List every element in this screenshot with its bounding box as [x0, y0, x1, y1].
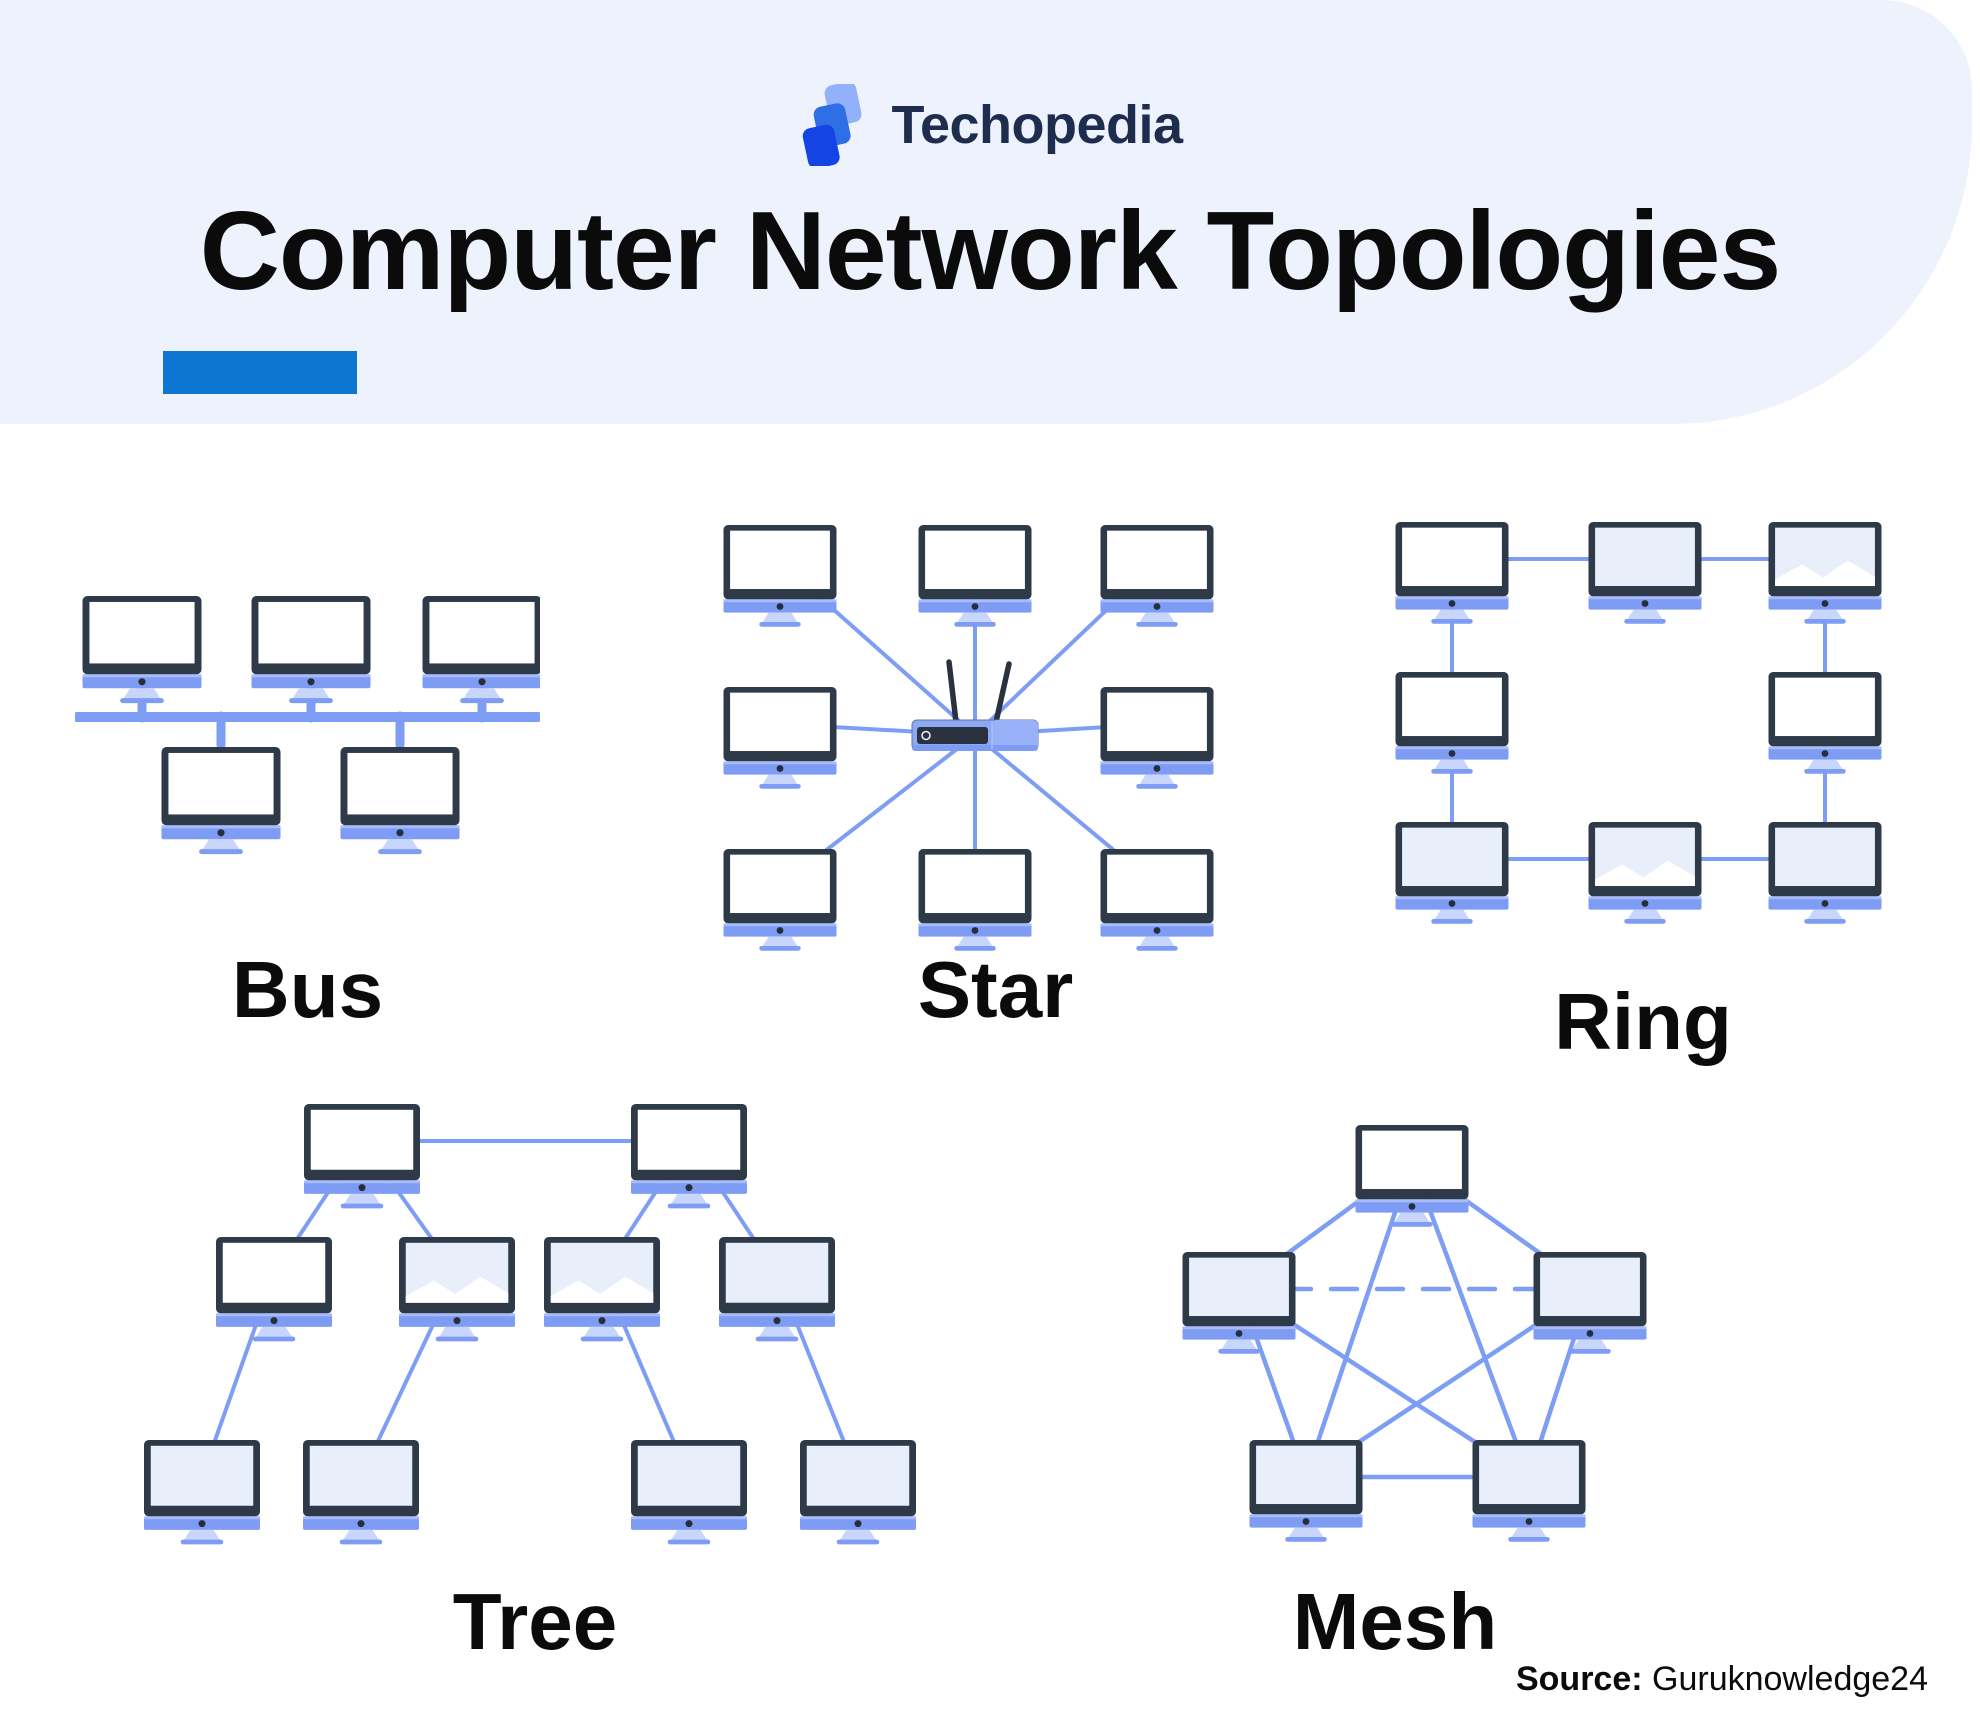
- tree-topology-diagram: [144, 1104, 916, 1545]
- bus-topology-diagram: [75, 596, 540, 855]
- mesh-topology-label: Mesh: [1292, 1577, 1498, 1666]
- ring-topology-panel: [1393, 520, 1893, 940]
- source-attribution: Source: Guruknowledge24: [1516, 1660, 1928, 1699]
- title-underline-accent: [163, 351, 357, 394]
- source-value: Guruknowledge24: [1642, 1660, 1928, 1698]
- mesh-topology-panel: [1135, 1095, 1655, 1555]
- page-title: Computer Network Topologies: [199, 189, 1782, 313]
- star-topology-panel: [715, 515, 1220, 957]
- star-topology-label: Star: [917, 945, 1074, 1034]
- star-topology-diagram: [723, 525, 1214, 951]
- techopedia-logo-icon: [803, 84, 862, 166]
- ring-topology-label: Ring: [1554, 977, 1732, 1066]
- bus-topology-label: Bus: [231, 945, 384, 1034]
- bus-topology-panel: [75, 585, 540, 857]
- techopedia-logo-text: Techopedia: [891, 95, 1183, 155]
- tree-topology-label: Tree: [452, 1577, 618, 1666]
- ring-topology-diagram: [1395, 522, 1882, 924]
- tree-topology-panel: [140, 1095, 930, 1555]
- mesh-topology-diagram: [1182, 1125, 1647, 1542]
- techopedia-logo: Techopedia: [0, 84, 1980, 166]
- source-label: Source:: [1515, 1660, 1643, 1698]
